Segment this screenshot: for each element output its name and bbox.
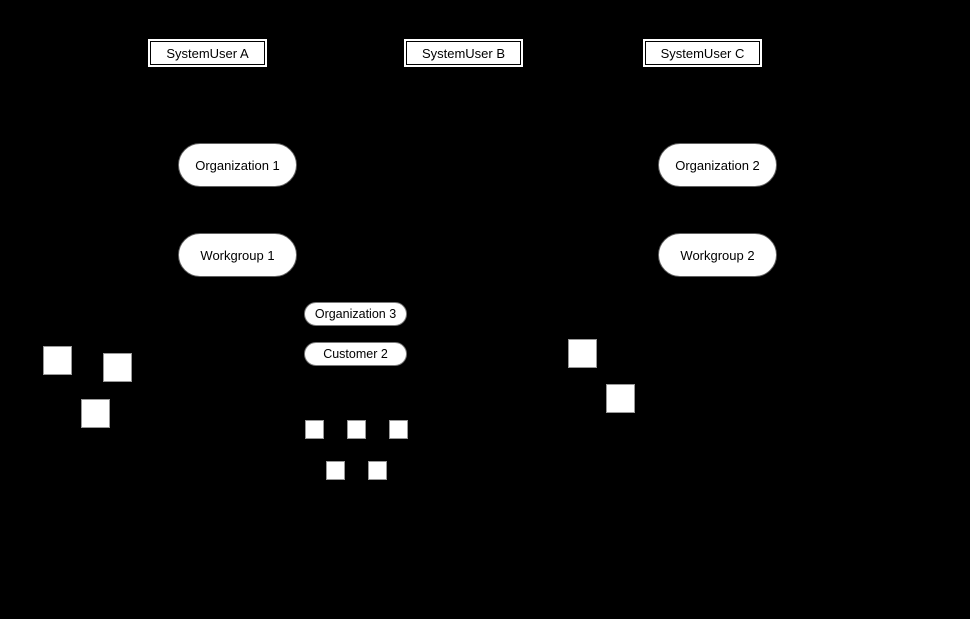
activation-square bbox=[368, 461, 387, 480]
activation-square bbox=[43, 346, 72, 375]
activation-square bbox=[326, 461, 345, 480]
node-workgroup-1: Workgroup 1 bbox=[178, 233, 297, 277]
node-organization-1: Organization 1 bbox=[178, 143, 297, 187]
activation-square bbox=[568, 339, 597, 368]
node-workgroup-2: Workgroup 2 bbox=[658, 233, 777, 277]
activation-square bbox=[103, 353, 132, 382]
node-label: Organization 2 bbox=[675, 157, 760, 173]
lifeline-label: SystemUser A bbox=[166, 45, 249, 61]
lifeline-header-systemuser-c: SystemUser C bbox=[643, 39, 762, 67]
activation-square bbox=[81, 399, 110, 428]
lifeline-header-systemuser-a: SystemUser A bbox=[148, 39, 267, 67]
node-organization-3: Organization 3 bbox=[304, 302, 407, 326]
node-organization-2: Organization 2 bbox=[658, 143, 777, 187]
node-customer-2: Customer 2 bbox=[304, 342, 407, 366]
node-label: Workgroup 1 bbox=[200, 247, 275, 263]
node-label: Customer 2 bbox=[323, 346, 388, 361]
lifeline-label: SystemUser C bbox=[660, 45, 745, 61]
activation-square bbox=[606, 384, 635, 413]
node-label: Workgroup 2 bbox=[680, 247, 755, 263]
lifeline-header-systemuser-b: SystemUser B bbox=[404, 39, 523, 67]
activation-square bbox=[347, 420, 366, 439]
lifeline-label: SystemUser B bbox=[421, 45, 506, 61]
activation-square bbox=[389, 420, 408, 439]
node-label: Organization 1 bbox=[195, 157, 280, 173]
activation-square bbox=[305, 420, 324, 439]
node-label: Organization 3 bbox=[314, 306, 397, 321]
